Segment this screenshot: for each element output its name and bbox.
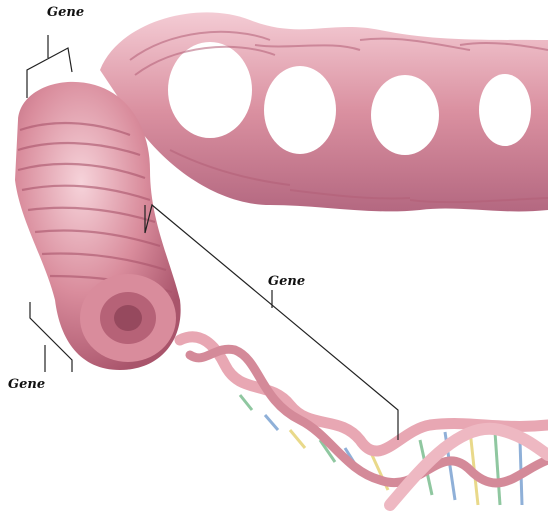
gene-label-left: Gene bbox=[8, 377, 45, 392]
gene-label-middle: Gene bbox=[268, 274, 305, 289]
chromatin-loops bbox=[100, 12, 548, 211]
dna-double-helix bbox=[180, 337, 548, 505]
gene-bracket-middle bbox=[145, 205, 398, 440]
gene-label-top: Gene bbox=[47, 5, 84, 20]
